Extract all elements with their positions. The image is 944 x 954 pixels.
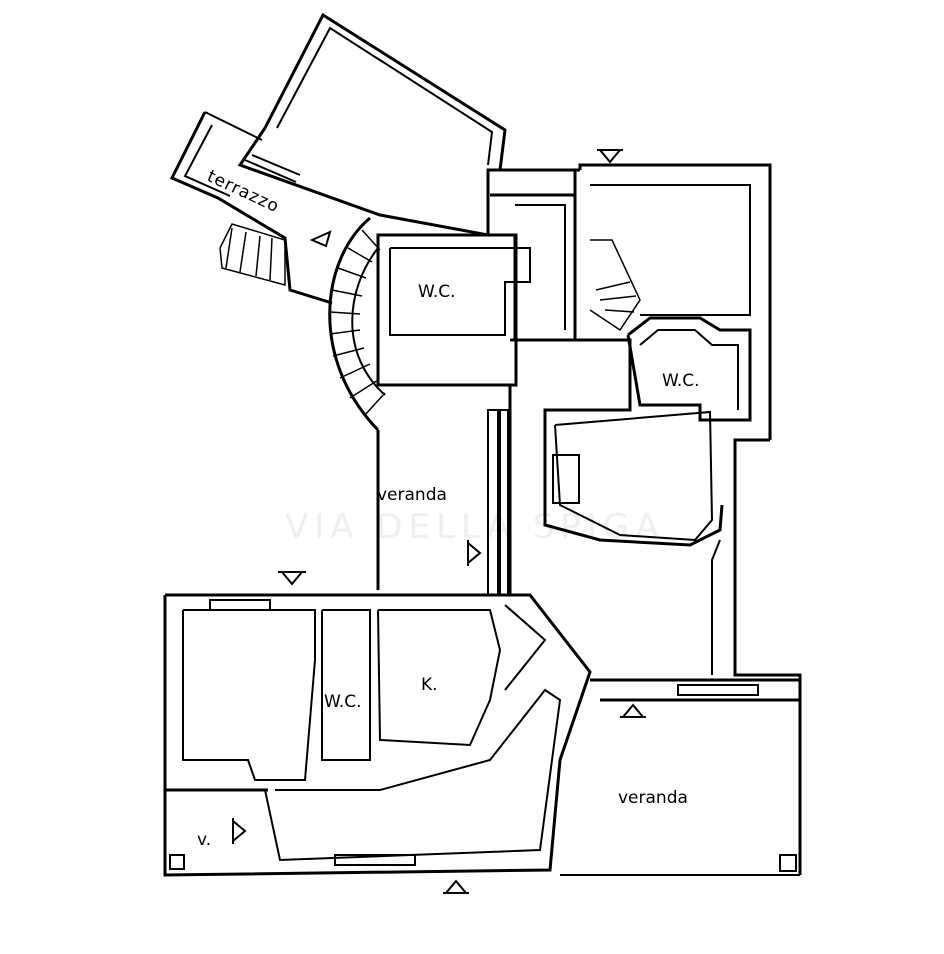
entrance-markers [232,149,646,894]
entrance-marker-v [232,818,247,844]
label-veranda-center: veranda [377,485,447,505]
label-veranda-bottom: veranda [618,788,688,808]
entrance-marker-bottom [443,879,469,894]
label-vestibule: v. [197,830,211,850]
central-upper-block [376,168,580,387]
upper-angled-wing [237,12,507,237]
top-right-room [578,163,772,440]
label-wc-top: W.C. [418,282,456,302]
spiral-staircase [328,216,386,432]
lower-left-block [163,593,592,877]
label-wc-bottom: W.C. [324,692,362,712]
lower-veranda [560,678,800,876]
label-terrazzo: terrazzo [204,166,283,217]
label-wc-right: W.C. [662,371,700,391]
right-wc-room [626,316,752,422]
right-outer-wall [711,438,802,875]
entrance-marker-veranda [620,703,646,718]
central-hall [510,338,724,547]
entrance-marker-vertical [467,540,482,566]
entrance-marker-top [597,149,623,164]
terrazzo-balcony [169,111,333,305]
label-kitchen: K. [421,675,438,695]
entrance-marker-mid [278,571,306,586]
entrance-marker-terrazzo [309,230,332,248]
